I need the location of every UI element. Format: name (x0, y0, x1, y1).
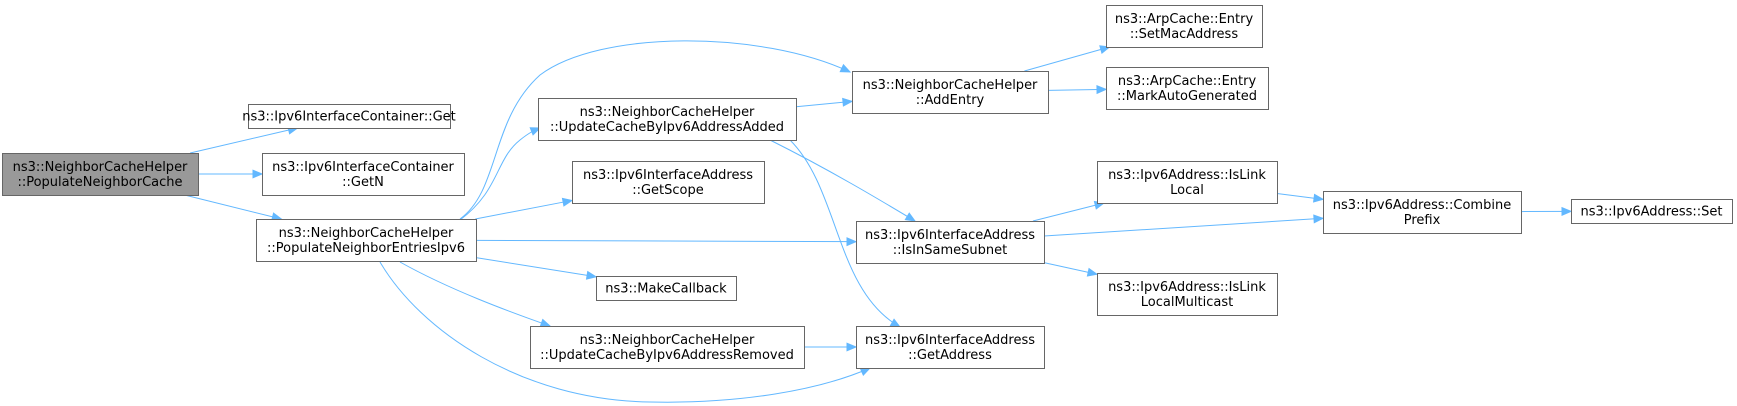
edge-upd_added-to-issamesubnet (769, 139, 916, 222)
edge-addentry-to-setmac (1024, 46, 1110, 72)
arrowhead-islinklocal-to-combineprefix (1312, 193, 1325, 203)
node-box (2, 153, 199, 196)
node-label-line: LocalMulticast (1141, 295, 1233, 310)
arrowhead-pop_ipv6-to-getaddress (859, 367, 872, 376)
node-label-line: ::GetScope (632, 183, 704, 198)
node-label-line: ::PopulateNeighborEntriesIpv6 (267, 241, 465, 256)
node-label-line: ns3::NeighborCacheHelper (13, 160, 188, 175)
node-label-line: ns3::Ipv6Address::IsLink (1108, 168, 1266, 183)
node-ifc_get[interactable]: ns3::Ipv6InterfaceContainer::Get (242, 104, 456, 129)
edge-pop_ipv6-to-makecb (475, 257, 597, 278)
node-label-line: Local (1170, 183, 1204, 198)
arrowhead-pop_ipv6-to-upd_added (529, 127, 542, 136)
edge-root-to-pop_ipv6 (184, 194, 282, 220)
arrowhead-issamesubnet-to-combineprefix (1313, 214, 1325, 224)
node-label-line: ns3::Ipv6Address::Combine (1333, 198, 1511, 213)
node-label-line: ns3::Ipv6InterfaceAddress (865, 333, 1035, 348)
node-label-line: ::SetMacAddress (1130, 27, 1238, 42)
edge-root-to-ifc_get (190, 127, 298, 154)
node-box (1097, 161, 1278, 204)
node-label-line: ::IsInSameSubnet (893, 243, 1007, 258)
arrowhead-addentry-to-markauto (1096, 84, 1108, 95)
node-getscope[interactable]: ns3::Ipv6InterfaceAddress::GetScope (572, 161, 765, 204)
node-issamesubnet[interactable]: ns3::Ipv6InterfaceAddress::IsInSameSubne… (856, 221, 1045, 264)
nodes-layer: ns3::NeighborCacheHelper::PopulateNeighb… (2, 5, 1733, 369)
node-setmac[interactable]: ns3::ArpCache::Entry::SetMacAddress (1106, 5, 1263, 48)
node-box (530, 326, 805, 369)
node-makecb[interactable]: ns3::MakeCallback (596, 276, 737, 301)
node-label-line: ns3::Ipv6InterfaceContainer::Get (242, 110, 456, 125)
arrowhead-root-to-ifc_getn (252, 169, 264, 179)
node-upd_added[interactable]: ns3::NeighborCacheHelper::UpdateCacheByI… (538, 98, 797, 141)
edge-issamesubnet-to-islinklocal (1032, 202, 1105, 222)
node-box (856, 326, 1045, 369)
node-markauto[interactable]: ns3::ArpCache::Entry::MarkAutoGenerated (1106, 67, 1269, 110)
node-ifc_getn[interactable]: ns3::Ipv6InterfaceContainer::GetN (262, 153, 465, 196)
edge-issamesubnet-to-combineprefix (1043, 217, 1324, 237)
node-addentry[interactable]: ns3::NeighborCacheHelper::AddEntry (852, 71, 1049, 114)
node-box (596, 276, 737, 301)
node-label-line: ns3::NeighborCacheHelper (863, 78, 1038, 93)
node-box (1106, 67, 1269, 110)
edge-addentry-to-markauto (1047, 88, 1107, 91)
node-label-line: ::AddEntry (916, 93, 985, 108)
node-label-line: ns3::ArpCache::Entry (1115, 12, 1254, 27)
node-box (1097, 273, 1278, 316)
node-box (248, 104, 451, 129)
edges-layer (184, 40, 1573, 403)
node-label-line: ns3::Ipv6Address::Set (1581, 205, 1723, 220)
arrowhead-pop_ipv6-to-addentry (839, 63, 852, 73)
node-label-line: ns3::Ipv6InterfaceAddress (583, 168, 753, 183)
arrowhead-upd_removed-to-getaddress (846, 342, 858, 352)
edge-pop_ipv6-to-getscope (475, 199, 573, 220)
node-box (852, 71, 1049, 114)
arrowhead-pop_ipv6-to-upd_removed (539, 318, 552, 328)
node-label-line: Prefix (1404, 213, 1441, 228)
node-box (572, 161, 765, 204)
edge-pop_ipv6-to-issamesubnet (475, 239, 857, 243)
arrowhead-upd_added-to-issamesubnet (904, 212, 917, 222)
node-label-line: ::MarkAutoGenerated (1117, 89, 1257, 104)
arrowhead-upd_added-to-getaddress (889, 318, 902, 328)
node-box (1106, 5, 1263, 48)
edge-upd_added-to-getaddress (789, 139, 901, 328)
edge-pop_ipv6-to-getaddress (379, 261, 871, 403)
node-box (856, 221, 1045, 264)
node-label-line: ns3::Ipv6InterfaceContainer (272, 160, 454, 175)
node-label-line: ns3::ArpCache::Entry (1118, 74, 1257, 89)
arrowhead-issamesubnet-to-islinklocalmc (1086, 267, 1099, 277)
node-upd_removed[interactable]: ns3::NeighborCacheHelper::UpdateCacheByI… (530, 326, 805, 369)
node-box (256, 219, 477, 262)
node-label-line: ns3::Ipv6Address::IsLink (1108, 280, 1266, 295)
edge-pop_ipv6-to-addentry (459, 40, 851, 220)
node-label-line: ::PopulateNeighborCache (17, 175, 182, 190)
arrowhead-upd_added-to-addentry (842, 97, 854, 107)
node-pop_ipv6[interactable]: ns3::NeighborCacheHelper::PopulateNeighb… (256, 219, 477, 262)
node-label-line: ::GetN (342, 175, 384, 190)
node-label-line: ns3::NeighborCacheHelper (279, 226, 454, 241)
node-getaddress[interactable]: ns3::Ipv6InterfaceAddress::GetAddress (856, 326, 1045, 369)
node-label-line: ::UpdateCacheByIpv6AddressRemoved (540, 348, 794, 363)
node-label-line: ns3::NeighborCacheHelper (580, 105, 755, 120)
edge-pop_ipv6-to-upd_removed (399, 261, 551, 327)
arrowhead-pop_ipv6-to-issamesubnet (846, 237, 858, 247)
node-root[interactable]: ns3::NeighborCacheHelper::PopulateNeighb… (2, 153, 199, 196)
node-box (1571, 199, 1733, 224)
node-box (1323, 191, 1522, 234)
arrowhead-combineprefix-to-set (1561, 206, 1573, 216)
node-label-line: ns3::MakeCallback (605, 282, 727, 297)
node-label-line: ::GetAddress (908, 348, 992, 363)
node-box (538, 98, 797, 141)
node-label-line: ::UpdateCacheByIpv6AddressAdded (550, 120, 784, 135)
node-label-line: ns3::Ipv6InterfaceAddress (865, 228, 1035, 243)
arrowhead-pop_ipv6-to-makecb (585, 270, 598, 280)
node-box (262, 153, 465, 196)
node-label-line: ns3::NeighborCacheHelper (580, 333, 755, 348)
node-set[interactable]: ns3::Ipv6Address::Set (1571, 199, 1733, 224)
arrowhead-pop_ipv6-to-getscope (561, 197, 574, 207)
